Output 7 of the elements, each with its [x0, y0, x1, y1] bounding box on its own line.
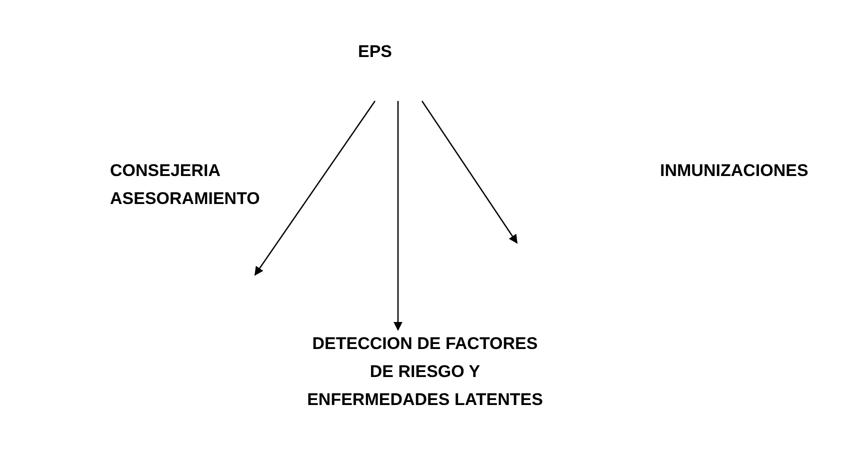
arrow — [394, 101, 402, 331]
node-label: DETECCION DE FACTORES DE RIESGO Y ENFERMEDADES LATENTES — [300, 330, 550, 414]
node-label: CONSEJERIA ASESORAMIENTO — [110, 157, 260, 213]
arrow — [421, 100, 518, 244]
node-label: EPS — [345, 38, 405, 66]
arrow — [254, 100, 376, 276]
node-label: INMUNIZACIONES — [660, 157, 850, 185]
